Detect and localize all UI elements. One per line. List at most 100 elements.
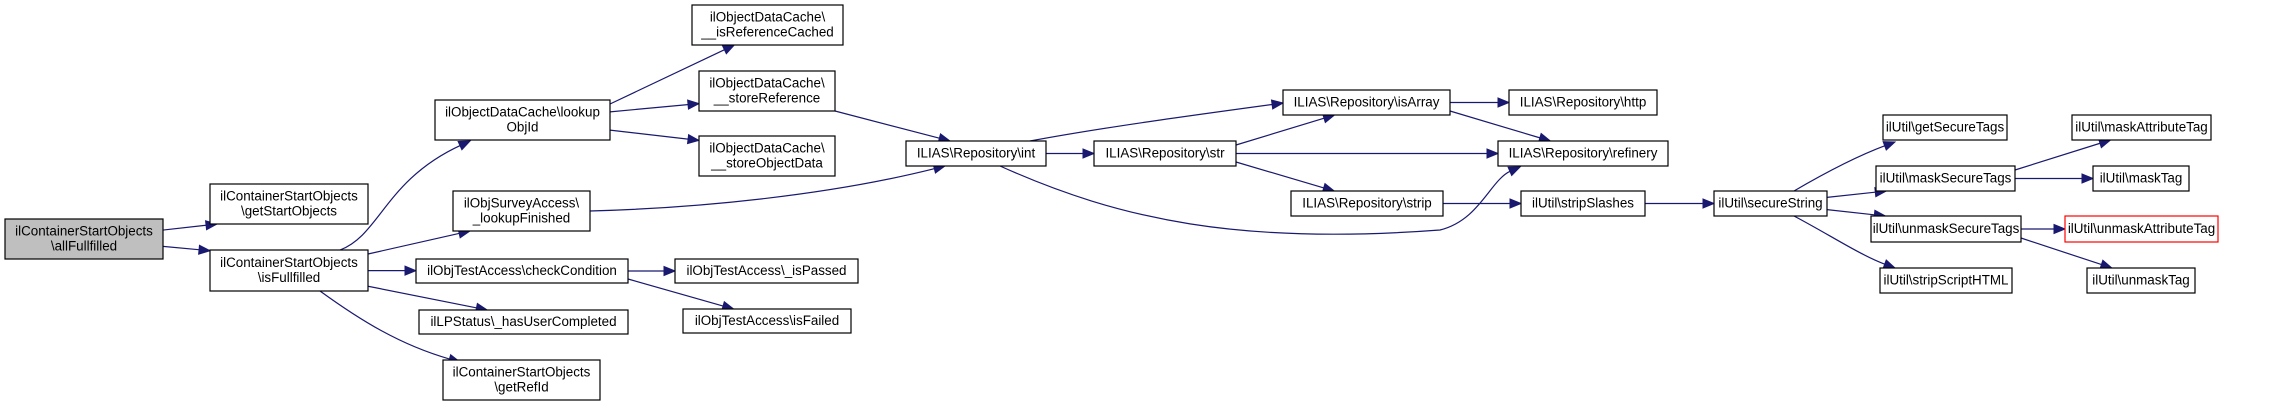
node-lookupFinished[interactable]: ilObjSurveyAccess\_lookupFinished [452,190,591,232]
edge-line [834,110,941,140]
node-box [698,70,836,112]
node-label: ilUtil\unmaskTag [2092,273,2190,288]
node-label: ilUtil\unmaskAttributeTag [2068,221,2215,236]
node-isFullfilled[interactable]: ilContainerStartObjects\isFullfilled [209,249,369,292]
node-repoHttp[interactable]: ILIAS\Repository\http [1508,89,1658,116]
edge-line [1826,191,1877,198]
node-getRefId[interactable]: ilContainerStartObjects\getRefId [442,359,601,401]
node-unmaskTag[interactable]: ilUtil\unmaskTag [2086,267,2196,294]
node-label: ilLPStatus\_hasUserCompleted [430,314,616,329]
edge-repoStr-to-repoStrip [1235,161,1336,193]
node-repoStrip[interactable]: ILIAS\Repository\strip [1290,190,1444,217]
node-label: ilUtil\getSecureTags [1886,120,2005,135]
node-hasUserCompleted[interactable]: ilLPStatus\_hasUserCompleted [418,309,629,335]
node-label: _lookupFinished [472,211,571,226]
node-box [1713,190,1828,217]
nodes-layer: ilContainerStartObjects\allFullfilled ilC… [4,4,2219,401]
edge-allFullfilled-to-isFullfilled [162,244,212,255]
edge-line [1793,215,1886,266]
node-stripSlashes[interactable]: ilUtil\stripSlashes [1520,190,1646,217]
node-label: ILIAS\Repository\isArray [1294,95,1440,110]
edge-line [609,48,726,105]
node-isFailed[interactable]: ilObjTestAccess\isFailed [682,308,852,334]
node-label: ilObjectDataCache\ [709,76,825,91]
edge-arrowhead-icon [404,265,418,276]
node-label: ILIAS\Repository\refinery [1509,146,1658,161]
node-box [1290,190,1444,217]
node-label: ilUtil\maskAttributeTag [2075,120,2207,135]
node-unmaskAttributeTag[interactable]: ilUtil\unmaskAttributeTag [2064,215,2219,243]
node-isReferenceCached[interactable]: ilObjectDataCache\__isReferenceCached [691,4,844,46]
node-label: __storeObjectData [710,156,823,171]
node-checkCondition[interactable]: ilObjTestAccess\checkCondition [415,258,629,284]
edge-repoIsArray-to-repoRefinery [1449,110,1552,143]
node-label: ilObjectDataCache\lookup [445,105,600,120]
node-box [691,4,844,46]
edge-arrowhead-icon [1082,148,1096,159]
node-repoRefinery[interactable]: ILIAS\Repository\refinery [1497,140,1669,167]
node-label: \isFullfilled [258,270,321,285]
node-maskTag[interactable]: ilUtil\maskTag [2092,165,2190,192]
edge-line [1029,103,1274,142]
node-box [2071,114,2212,141]
node-storeReference[interactable]: ilObjectDataCache\__storeReference [698,70,836,112]
edge-checkCondition-to-isFailed [627,278,735,311]
node-repoIsArray[interactable]: ILIAS\Repository\isArray [1282,89,1451,116]
node-label: ilUtil\maskTag [2100,171,2183,186]
node-label: ilObjectDataCache\ [709,141,825,156]
edge-checkCondition-to-isPassed [628,265,677,277]
node-box [209,183,369,225]
node-storeObjectData[interactable]: ilObjectDataCache\__storeObjectData [698,135,836,177]
edge-arrowhead-icon [663,265,677,277]
node-maskSecureTags[interactable]: ilUtil\maskSecureTags [1875,165,2016,192]
edge-arrowhead-icon [1509,198,1523,209]
edge-line [319,290,451,360]
edge-arrowhead-icon [457,140,472,151]
node-box [1875,165,2016,192]
edge-line [2020,237,2103,266]
node-label: ilContainerStartObjects [220,255,358,270]
edge-arrowhead-icon [1497,97,1511,108]
node-allFullfilled[interactable]: ilContainerStartObjects\allFullfilled [4,218,164,260]
edge-arrowhead-icon [1507,166,1522,177]
edge-maskSecureTags-to-maskTag [2015,173,2095,184]
edge-line [1449,110,1541,139]
edge-arrowhead-icon [1882,259,1897,269]
node-isPassed[interactable]: ilObjTestAccess\_isPassed [674,258,859,284]
node-box [434,99,611,141]
edge-line [1826,209,1876,216]
node-maskAttributeTag[interactable]: ilUtil\maskAttributeTag [2071,114,2212,141]
node-box [1093,140,1237,167]
node-box [1879,267,2013,294]
edge-maskSecureTags-to-maskAttributeTag [2014,138,2112,171]
node-box [415,258,629,284]
node-box [2064,215,2219,243]
node-unmaskSecureTags[interactable]: ilUtil\unmaskSecureTags [1870,215,2022,243]
node-repoStr[interactable]: ILIAS\Repository\str [1093,140,1237,167]
node-label: ILIAS\Repository\http [1520,95,1647,110]
node-label: ObjId [506,120,538,135]
node-label: ILIAS\Repository\strip [1302,196,1432,211]
edge-line [1793,144,1886,192]
node-getSecureTags[interactable]: ilUtil\getSecureTags [1882,114,2008,141]
edge-arrowhead-icon [2053,223,2067,235]
node-label: ilObjSurveyAccess\ [464,196,580,211]
edge-line [589,167,936,212]
edge-line [367,232,461,255]
node-label: ilObjTestAccess\checkCondition [427,263,617,278]
edge-arrowhead-icon [686,133,701,145]
edge-repoInt-to-repoRefinery [999,165,1522,235]
node-repoInt[interactable]: ILIAS\Repository\int [905,140,1047,167]
edge-repoInt-to-repoStr [1046,148,1096,159]
node-getStartObjects[interactable]: ilContainerStartObjects\getStartObjects [209,183,369,225]
node-stripScriptHTML[interactable]: ilUtil\stripScriptHTML [1879,267,2013,294]
node-box [1508,89,1658,116]
edge-arrowhead-icon [687,99,701,110]
node-secureString[interactable]: ilUtil\secureString [1713,190,1828,217]
node-box [2092,165,2190,192]
edge-arrowhead-icon [1270,99,1285,110]
node-label: ilUtil\unmaskSecureTags [1873,221,2020,236]
node-box [905,140,1047,167]
